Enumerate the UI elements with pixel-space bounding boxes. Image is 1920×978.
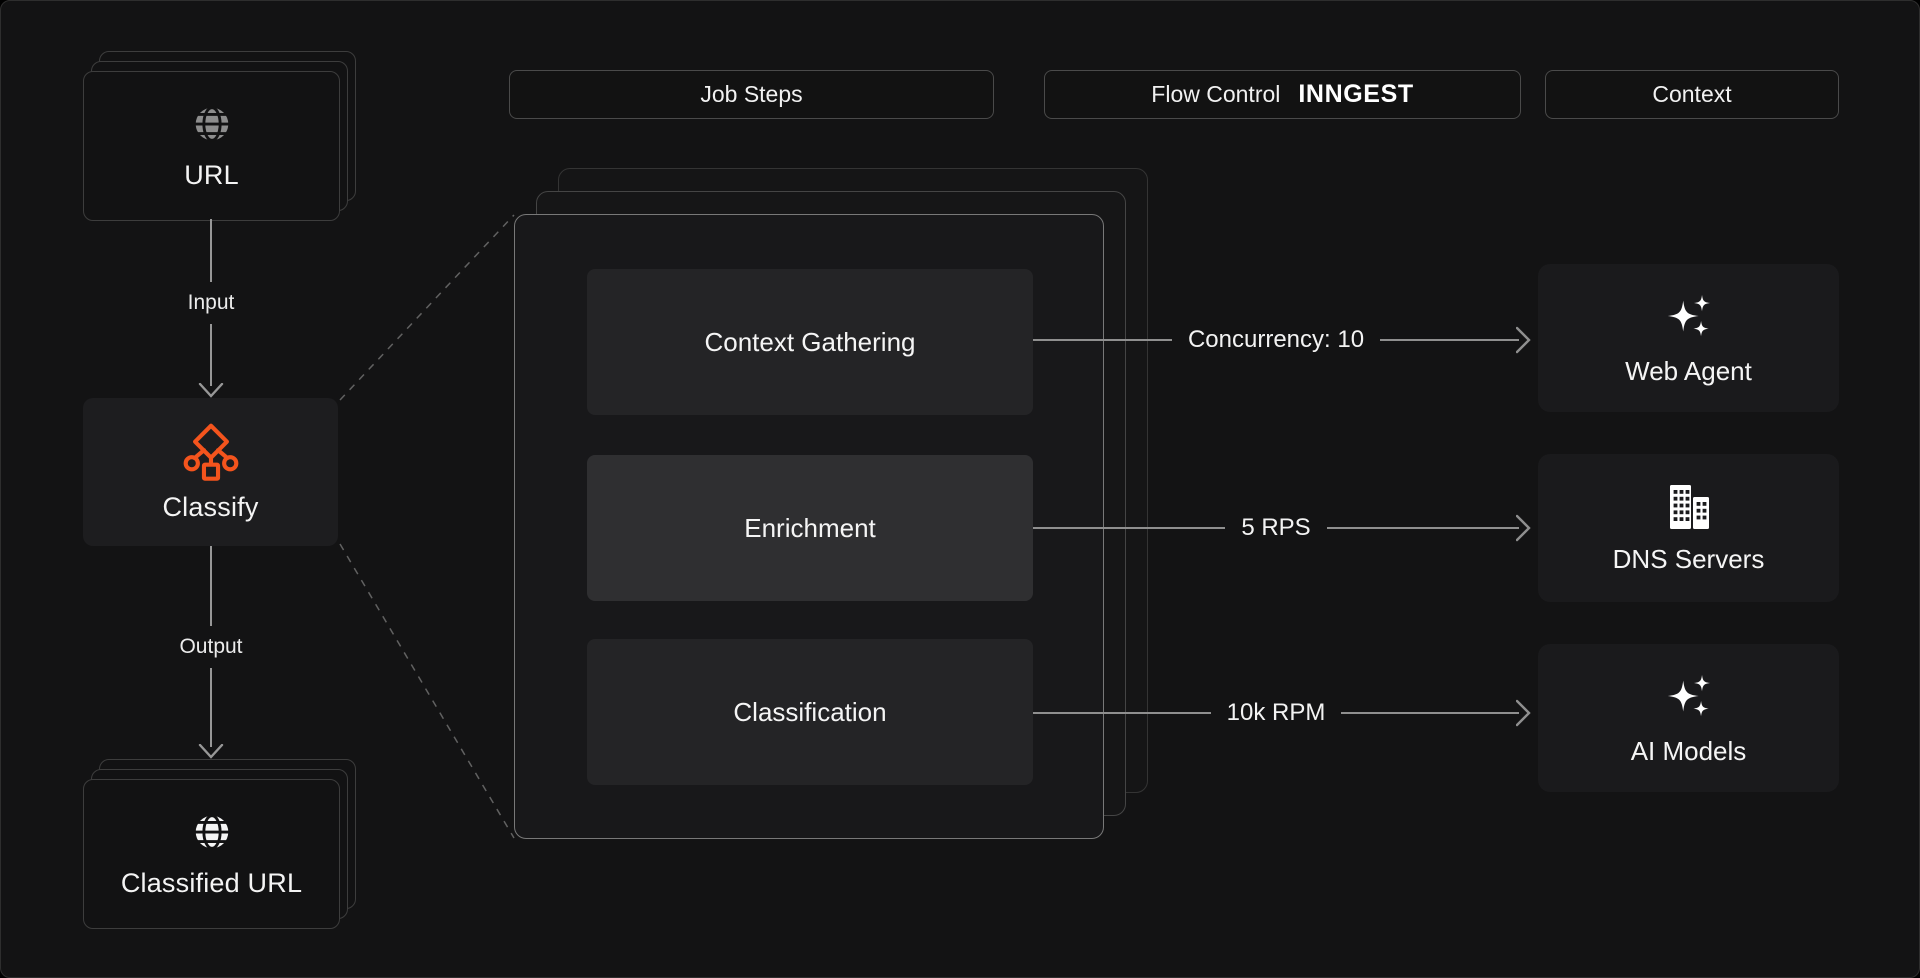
step-label: Classification — [733, 696, 887, 727]
step-label: Context Gathering — [704, 326, 916, 357]
globe-icon — [193, 106, 230, 142]
job-steps-panel: Context Gathering Enrichment Classificat… — [514, 214, 1104, 839]
card-ai-models: AI Models — [1538, 644, 1839, 792]
output-arrow-line — [210, 667, 212, 747]
arrow-line — [1326, 527, 1519, 529]
arrow-right-icon — [1516, 326, 1531, 354]
arrow-rpm: 10k RPM — [1033, 698, 1531, 728]
sparkles-icon — [1667, 674, 1710, 716]
step-context-gathering: Context Gathering — [587, 269, 1033, 415]
header-job-steps: Job Steps — [509, 70, 994, 119]
input-arrow: Input — [161, 219, 261, 398]
header-context-label: Context — [1652, 81, 1732, 107]
card-web-agent-label: Web Agent — [1625, 355, 1752, 386]
arrow-line — [1033, 527, 1226, 529]
sparkles-icon — [1667, 294, 1710, 336]
arrow-concurrency-label: Concurrency: 10 — [1187, 326, 1365, 353]
arrow-rps: 5 RPS — [1033, 513, 1531, 543]
decision-tree-icon — [183, 423, 238, 481]
inngest-logo: INNGEST — [1298, 80, 1414, 108]
header-context: Context — [1545, 70, 1839, 119]
arrow-down-icon — [198, 383, 224, 398]
classify-card-label: Classify — [162, 491, 259, 522]
arrow-line — [1380, 339, 1519, 341]
step-enrichment: Enrichment — [587, 455, 1033, 601]
arrow-line — [1341, 712, 1520, 714]
globe-icon — [193, 814, 230, 850]
arrow-rps-label: 5 RPS — [1241, 514, 1311, 541]
arrow-concurrency: Concurrency: 10 — [1033, 325, 1531, 355]
arrow-right-icon — [1516, 699, 1531, 727]
classified-url-card-label: Classified URL — [120, 868, 303, 898]
output-arrow: Output — [161, 546, 261, 759]
card-dns-servers: DNS Servers — [1538, 454, 1839, 602]
card-web-agent: Web Agent — [1538, 264, 1839, 412]
card-dns-servers-label: DNS Servers — [1612, 543, 1765, 574]
classified-url-card: Classified URL — [83, 779, 340, 929]
header-job-steps-label: Job Steps — [700, 81, 803, 107]
step-label: Enrichment — [744, 512, 876, 543]
header-flow-control: Flow Control INNGEST — [1044, 70, 1521, 119]
header-flow-control-label: Flow Control — [1151, 81, 1281, 107]
arrow-down-icon — [198, 744, 224, 759]
arrow-rpm-label: 10k RPM — [1226, 699, 1326, 726]
output-arrow-line — [210, 546, 212, 626]
output-arrow-label: Output — [179, 634, 243, 658]
url-card-label: URL — [184, 160, 239, 190]
arrow-line — [1033, 339, 1172, 341]
input-arrow-line — [210, 323, 212, 386]
input-arrow-line — [210, 219, 212, 282]
url-card: URL — [83, 71, 340, 221]
input-arrow-label: Input — [187, 290, 235, 314]
step-classification: Classification — [587, 639, 1033, 785]
arrow-right-icon — [1516, 514, 1531, 542]
arrow-line — [1033, 712, 1211, 714]
card-ai-models-label: AI Models — [1630, 735, 1747, 766]
building-icon — [1669, 484, 1709, 529]
classify-card: Classify — [83, 398, 338, 546]
